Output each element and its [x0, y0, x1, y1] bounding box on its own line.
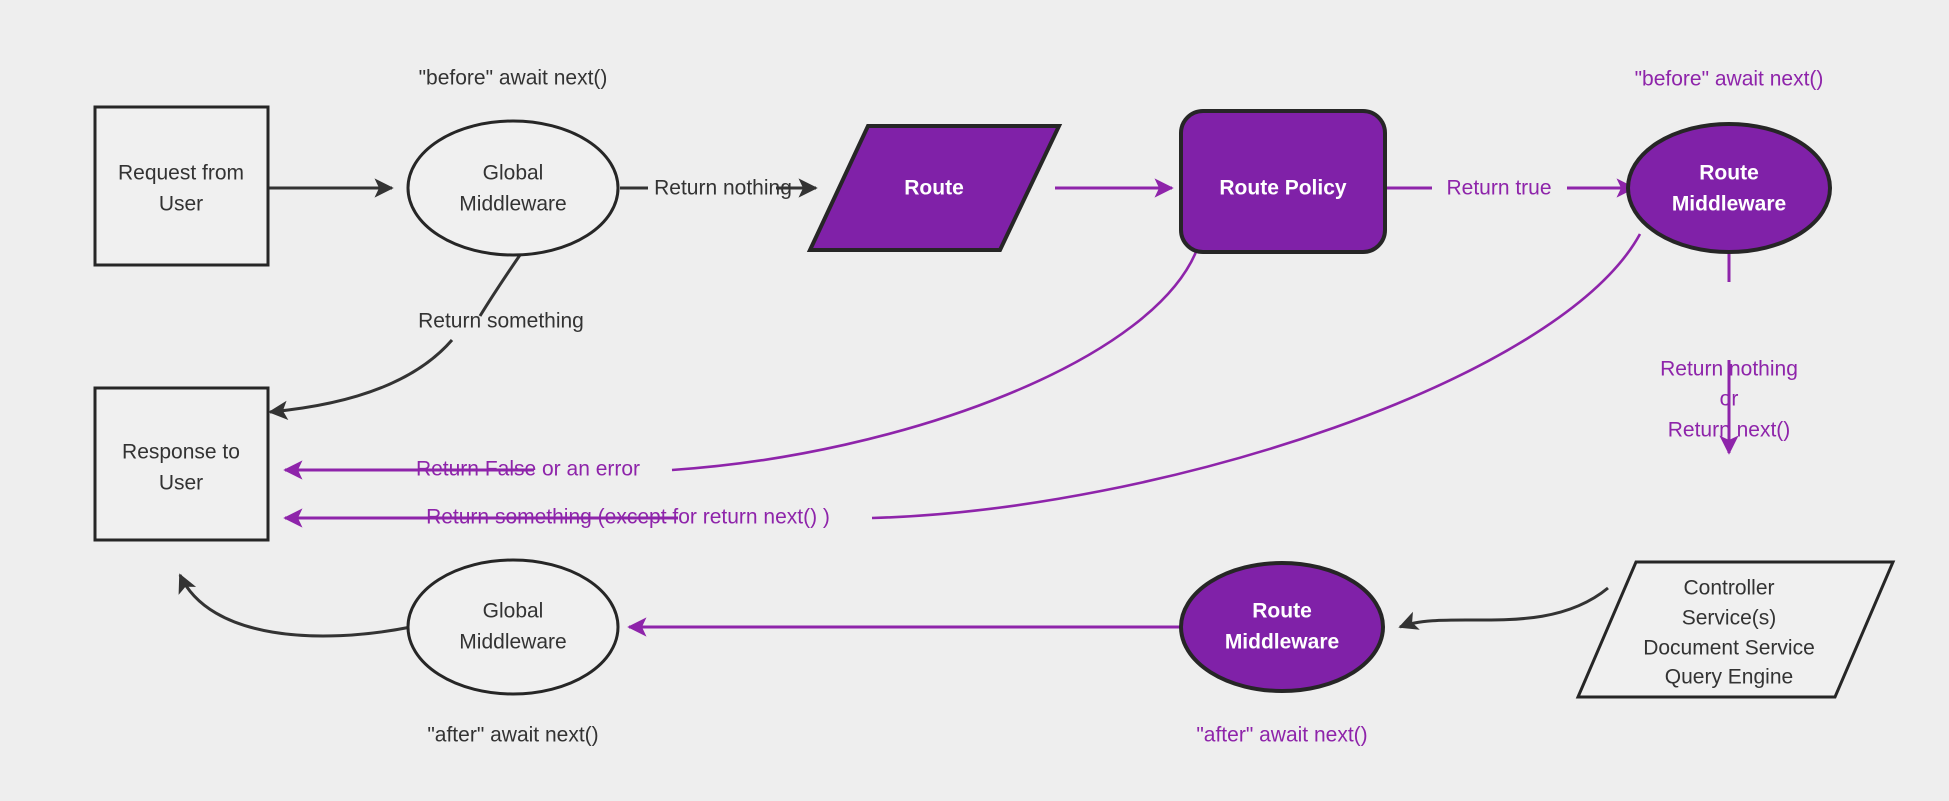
- annotation-before-await-next-top-left: "before" await next(): [419, 67, 608, 90]
- node-request-from-user[interactable]: Request from User: [93, 105, 270, 267]
- edge-label-return-nothing: Return nothing: [654, 177, 792, 200]
- node-global-middleware-bottom[interactable]: Global Middleware: [406, 558, 620, 696]
- edge-label-return-nothing-or-next-line2: or: [1720, 388, 1739, 411]
- route-policy-label: Route Policy: [1219, 177, 1347, 200]
- global-middleware-top-label-line2: Middleware: [459, 193, 566, 216]
- request-from-user-label-line2: User: [159, 193, 203, 216]
- edge-global-to-response-upper: [478, 254, 522, 317]
- edge-label-return-true: Return true: [1446, 177, 1551, 200]
- route-middleware-bottom-label-line2: Middleware: [1225, 631, 1339, 654]
- response-to-user-shape: [93, 386, 270, 542]
- node-route-policy[interactable]: Route Policy: [1179, 109, 1387, 254]
- edge-label-return-nothing-or-next-line3: Return next(): [1668, 419, 1791, 442]
- request-from-user-label-line1: Request from: [118, 162, 244, 185]
- controller-label-line3: Document Service: [1643, 637, 1815, 660]
- node-route-middleware-bottom[interactable]: Route Middleware: [1179, 561, 1385, 693]
- controller-label-line2: Service(s): [1682, 607, 1777, 630]
- route-middleware-top-label-line2: Middleware: [1672, 193, 1786, 216]
- global-middleware-top-shape: [406, 119, 620, 257]
- edge-global-middleware-bottom-to-response: [178, 573, 412, 638]
- response-to-user-label-line1: Response to: [122, 441, 240, 464]
- controller-label-line4: Query Engine: [1665, 666, 1793, 689]
- node-route[interactable]: Route: [806, 124, 1063, 252]
- edge-label-return-nothing-or-next-line1: Return nothing: [1660, 358, 1798, 381]
- node-route-middleware-top[interactable]: Route Middleware: [1626, 122, 1832, 254]
- route-label: Route: [904, 177, 964, 200]
- controller-shape: [1575, 560, 1896, 699]
- response-to-user-label-line2: User: [159, 472, 203, 495]
- global-middleware-bottom-label-line1: Global: [483, 600, 544, 623]
- node-global-middleware-top[interactable]: Global Middleware: [406, 119, 620, 257]
- global-middleware-bottom-shape: [406, 558, 620, 696]
- edge-controller-to-route-middleware-bottom: [1398, 586, 1609, 630]
- edge-policy-to-response-curve: [671, 243, 1201, 472]
- route-policy-shape: [1179, 109, 1387, 254]
- annotation-after-await-next-bottom-right: "after" await next(): [1196, 724, 1367, 747]
- controller-label-line1: Controller: [1683, 577, 1774, 600]
- edge-global-to-response-lower: [268, 339, 454, 420]
- route-middleware-bottom-shape: [1179, 561, 1385, 693]
- edge-label-return-false-or-error: Return False or an error: [416, 458, 640, 481]
- edge-label-return-something-except-next: Return something (except for return next…: [426, 506, 830, 529]
- route-middleware-bottom-label-line1: Route: [1252, 600, 1312, 623]
- edge-label-return-something-top: Return something: [418, 310, 584, 333]
- route-middleware-top-shape: [1626, 122, 1832, 254]
- route-middleware-top-label-line1: Route: [1699, 162, 1759, 185]
- route-shape: [806, 124, 1063, 252]
- annotation-after-await-next-bottom-left: "after" await next(): [427, 724, 598, 747]
- node-controller[interactable]: Controller Service(s) Document Service Q…: [1575, 560, 1896, 699]
- edge-middleware-to-response-curve: [871, 233, 1642, 520]
- annotation-before-await-next-top-right: "before" await next(): [1635, 68, 1824, 91]
- request-from-user-shape: [93, 105, 270, 267]
- global-middleware-bottom-label-line2: Middleware: [459, 631, 566, 654]
- node-response-to-user[interactable]: Response to User: [93, 386, 270, 542]
- global-middleware-top-label-line1: Global: [483, 162, 544, 185]
